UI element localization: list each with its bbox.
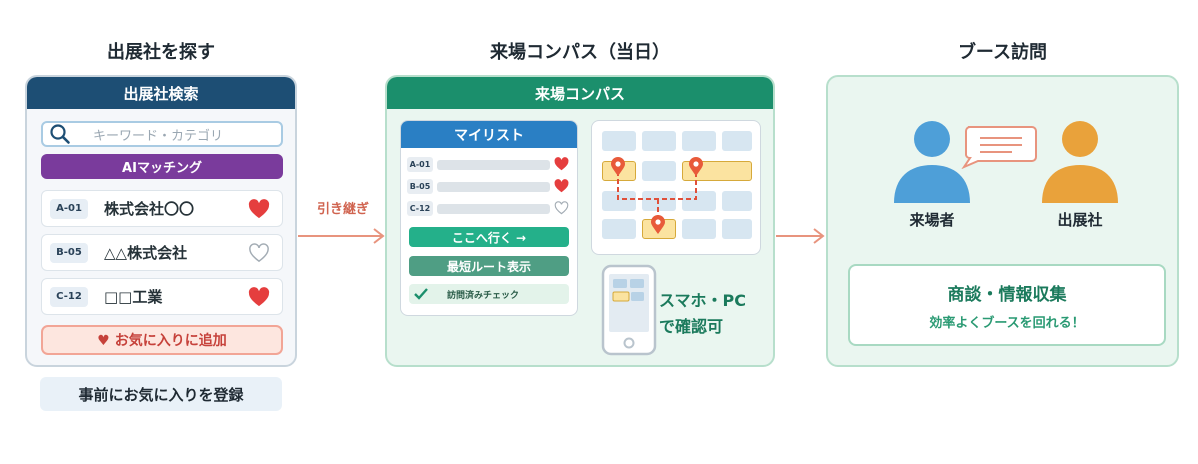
visitor-compass-panel: 来場コンパス マイリスト A-01 B-05 C-12 ここへ行く → 最短ルー… [385,75,775,367]
step1-caption: 事前にお気に入りを登録 [40,377,282,411]
heart-icon[interactable] [248,199,270,219]
exhibitor-row[interactable]: A-01 株式会社〇〇 [41,190,283,227]
speech-bubble-icon [961,126,1037,169]
person-icon [1042,121,1118,203]
visited-check-label: 訪問済みチェック [447,290,520,301]
list-item-bar [437,182,550,192]
arrow-right-icon [776,228,825,244]
exhibitor-search-panel: 出展社検索 キーワード・カテゴリ AIマッチング A-01 株式会社〇〇 B-0… [25,75,297,367]
exhibitor-name: 株式会社〇〇 [104,200,195,218]
map-pin-icon [611,157,625,176]
map-booth [722,219,752,239]
exhibitor-row[interactable]: B-05 △△株式会社 [41,234,283,271]
visitor-compass-header: 来場コンパス [387,77,773,109]
map-booth [602,131,636,151]
map-booth [682,191,716,211]
booth-code: B-05 [50,242,88,263]
exhibitor-label: 出展社 [1057,211,1103,229]
map-booth [722,131,752,151]
device-line2: で確認可 [659,317,724,336]
shortest-route-button[interactable]: 最短ルート表示 [409,256,569,276]
search-icon [50,124,70,144]
step1-title: 出展社を探す [107,42,215,63]
heart-icon[interactable] [248,287,270,307]
my-list-card: マイリスト A-01 B-05 C-12 ここへ行く → 最短ルート表示 訪問済… [400,120,578,316]
result-subtitle: 効率よくブースを回れる！ [929,316,1085,331]
add-favorite-button[interactable]: ♥ お気に入りに追加 [41,325,283,355]
map-booth [722,191,752,211]
map-pin-icon [651,215,665,234]
result-box: 商談・情報収集 効率よくブースを回れる！ [848,264,1166,346]
booth-code: B-05 [407,179,433,194]
go-here-button[interactable]: ここへ行く → [409,227,569,247]
search-input[interactable]: キーワード・カテゴリ [41,121,283,147]
map-route [617,171,697,226]
map-booth [682,131,716,151]
list-item-bar [437,204,550,214]
check-icon [414,288,428,300]
handoff-label: 引き継ぎ [316,202,369,217]
heart-outline-icon[interactable] [554,201,569,215]
booth-code: C-12 [407,201,433,216]
map-booth [602,219,636,239]
my-list-header: マイリスト [401,121,577,148]
device-line1: スマホ・PC [659,291,746,310]
exhibitor-row[interactable]: C-12 □□工業 [41,278,283,315]
booth-visit-panel: 来場者 出展社 商談・情報収集 効率よくブースを回れる！ [826,75,1179,367]
list-item-bar [437,160,550,170]
map-booth [642,161,676,181]
step2-title: 来場コンパス（当日） [490,42,670,63]
map-booth [682,219,716,239]
booth-code: A-01 [407,157,433,172]
heart-icon[interactable] [554,179,569,193]
heart-outline-icon[interactable] [248,243,270,263]
exhibitor-search-header: 出展社検索 [27,77,295,109]
venue-map [591,120,761,255]
smartphone-icon [601,264,657,356]
exhibitor-name: □□工業 [104,288,163,306]
person-icon [894,121,970,203]
heart-icon[interactable] [554,157,569,171]
visited-check-row[interactable]: 訪問済みチェック [409,284,569,304]
arrow-right-icon [298,228,385,244]
booth-code: A-01 [50,198,88,219]
ai-matching-button[interactable]: AIマッチング [41,154,283,179]
exhibitor-name: △△株式会社 [104,244,188,262]
search-placeholder: キーワード・カテゴリ [93,128,224,144]
booth-code: C-12 [50,286,88,307]
map-booth [602,191,636,211]
result-title: 商談・情報収集 [947,285,1067,305]
visitor-label: 来場者 [909,211,955,229]
map-booth [642,131,676,151]
step3-title: ブース訪問 [957,42,1048,63]
map-pin-icon [689,157,703,176]
